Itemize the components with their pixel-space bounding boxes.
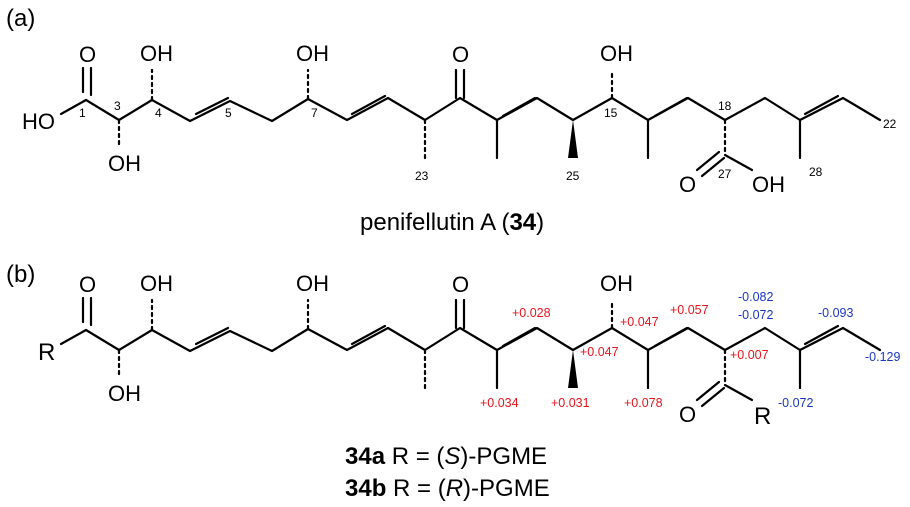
atom-b-oh-c7: OH [296, 271, 329, 296]
structure-pgme-derivatives: O R OH OH OH O OH O R +0.028 +0.047 +0.0… [38, 271, 900, 430]
delta-value-h17: +0.057 [670, 303, 709, 317]
atom-ho-c1: HO [22, 109, 55, 134]
carbon-number-15: 15 [604, 106, 618, 120]
atom-o-c13: O [452, 42, 469, 67]
caption-34b: 34b R = (R)-PGME [345, 475, 550, 502]
caption-34a: 34a R = (S)-PGME [345, 443, 547, 470]
carbon-number-1: 1 [79, 106, 86, 120]
carbon-number-18: 18 [718, 99, 732, 113]
carbon-number-28: 28 [809, 165, 823, 179]
carbon-number-23: 23 [415, 169, 429, 183]
wedge-bond-b-c25 [568, 350, 578, 388]
delta-value-me-c28: -0.072 [778, 396, 813, 410]
panel-label-a: (a) [6, 5, 35, 32]
bonds-a [59, 66, 882, 178]
delta-value-me-c16: +0.078 [624, 396, 663, 410]
delta-value-h18: +0.007 [730, 348, 769, 362]
atom-o-c27: O [679, 172, 696, 197]
atom-b-o-c13: O [452, 272, 469, 297]
atom-oh-c15: OH [600, 41, 633, 66]
atom-oh-c27: OH [752, 172, 785, 197]
atom-o-c1: O [79, 42, 96, 67]
atom-b-o-c1: O [79, 272, 96, 297]
delta-value-h21: -0.093 [818, 306, 853, 320]
delta-value-h15: +0.047 [620, 315, 659, 329]
delta-value-me-c25: +0.031 [551, 396, 590, 410]
panel-label-b: (b) [6, 261, 35, 288]
carbon-number-5: 5 [225, 106, 232, 120]
delta-value-h14: +0.047 [580, 345, 619, 359]
structure-penifellutin-a: O HO OH OH OH O OH O OH 1 3 4 5 7 23 25 … [22, 41, 897, 197]
atom-b-r-c1: R [38, 339, 55, 366]
atom-b-oh-c15: OH [600, 271, 633, 296]
carbon-number-4: 4 [155, 106, 162, 120]
carbon-number-22: 22 [883, 117, 897, 131]
carbon-number-25: 25 [566, 169, 580, 183]
caption-penifellutin-a: penifellutin A (34) [360, 209, 544, 236]
delta-value-me-c12: +0.034 [480, 396, 519, 410]
carbon-number-3: 3 [114, 99, 121, 113]
bonds-b [59, 296, 882, 408]
atom-b-o-c27: O [679, 402, 696, 427]
delta-value-h22: -0.129 [865, 350, 900, 364]
atom-b-r-c27: R [754, 403, 771, 430]
atom-b-oh-c4: OH [140, 271, 173, 296]
atom-oh-c4: OH [140, 41, 173, 66]
carbon-number-27: 27 [718, 167, 732, 181]
carbon-number-7: 7 [311, 106, 318, 120]
delta-value-h19b: -0.072 [738, 308, 773, 322]
delta-value-h19a: -0.082 [738, 290, 773, 304]
atom-oh-c7: OH [296, 41, 329, 66]
delta-value-h13: +0.028 [512, 306, 551, 320]
atom-oh-c3: OH [108, 151, 141, 176]
atom-b-oh-c3: OH [108, 381, 141, 406]
wedge-bond-c25 [568, 120, 578, 158]
